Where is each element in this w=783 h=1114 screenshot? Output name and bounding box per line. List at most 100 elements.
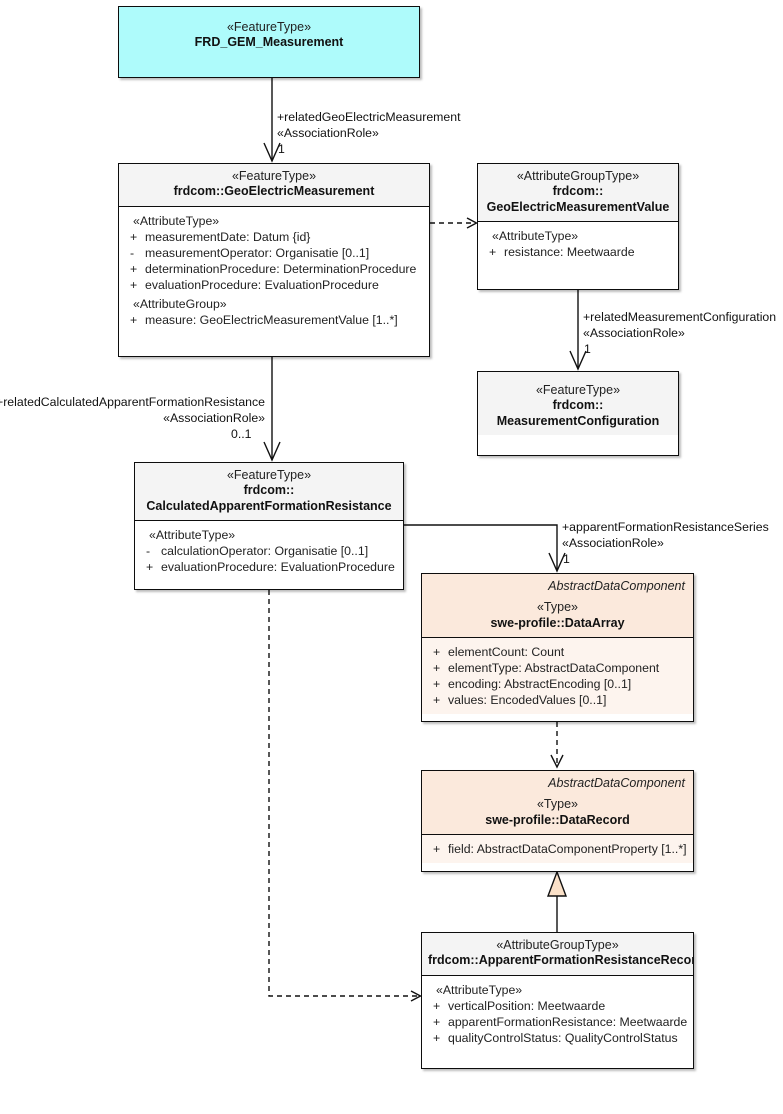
class-name-line1: frdcom:: xyxy=(552,184,604,199)
visibility: + xyxy=(433,692,441,707)
signature: measurementDate: Datum {id} xyxy=(145,229,311,244)
signature: elementCount: Count xyxy=(448,644,565,659)
edge-role-label: +relatedMeasurementConfiguration xyxy=(583,310,777,324)
visibility: - xyxy=(146,543,151,558)
class-apparentformationresistancerecord[interactable]: «AttributeGroupType» frdcom::ApparentFor… xyxy=(421,932,694,1069)
edge-multiplicity-related-measurement-config: 1 xyxy=(584,342,591,356)
attribute-row: + qualityControlStatus: QualityControlSt… xyxy=(426,1030,689,1046)
class-header: «FeatureType» frdcom:: CalculatedApparen… xyxy=(135,463,403,521)
edge-label-apparent-series: +apparentFormationResistanceSeries «Asso… xyxy=(562,519,769,552)
attribute-group-label: «AttributeType» xyxy=(492,228,579,243)
signature: verticalPosition: Meetwaarde xyxy=(448,998,606,1013)
class-header: «AttributeGroupType» frdcom:: GeoElectri… xyxy=(478,164,678,222)
edge-stereotype-label: «AssociationRole» xyxy=(277,126,379,141)
class-name: frdcom::ApparentFormationResistanceRecor… xyxy=(428,953,694,968)
class-stereotype: «Type» xyxy=(536,797,578,812)
class-attributes: «AttributeType» - calculationOperator: O… xyxy=(135,520,403,581)
attribute-row: + apparentFormationResistance: Meetwaard… xyxy=(426,1014,689,1030)
attribute-row: + field: AbstractDataComponentProperty [… xyxy=(426,841,689,857)
class-abstract-parent-label: AbstractDataComponent xyxy=(548,579,685,593)
edge-role-label: +apparentFormationResistanceSeries xyxy=(562,520,769,534)
class-header: «AttributeGroupType» frdcom::ApparentFor… xyxy=(422,933,693,976)
class-stereotype: «Type» xyxy=(536,600,578,615)
signature: measurementOperator: Organisatie [0..1] xyxy=(145,245,370,260)
visibility: + xyxy=(130,277,138,292)
connector-dep-record xyxy=(268,590,423,1002)
signature: calculationOperator: Organisatie [0..1] xyxy=(161,543,369,558)
edge-multiplicity-related-calculated: 0..1 xyxy=(231,427,252,441)
class-dataarray[interactable]: AbstractDataComponent «Type» swe-profile… xyxy=(421,573,694,722)
class-header: AbstractDataComponent «Type» swe-profile… xyxy=(422,574,693,638)
class-name-line2: GeoElectricMeasurementValue xyxy=(486,199,670,214)
attribute-row: + values: EncodedValues [0..1] xyxy=(426,692,689,708)
edge-role-label: +relatedGeoElectricMeasurement xyxy=(277,110,461,124)
edge-stereotype-label: «AssociationRole» xyxy=(583,326,685,341)
signature: evaluationProcedure: EvaluationProcedure xyxy=(161,559,395,574)
class-calculatedapparentformationresistance[interactable]: «FeatureType» frdcom:: CalculatedApparen… xyxy=(134,462,404,590)
class-attributes: + field: AbstractDataComponentProperty [… xyxy=(422,834,693,863)
class-stereotype: «FeatureType» xyxy=(226,468,312,482)
edge-multiplicity-apparent-series: 1 xyxy=(563,552,570,566)
class-name-line2: CalculatedApparentFormationResistance xyxy=(146,498,392,513)
class-header: AbstractDataComponent «Type» swe-profile… xyxy=(422,771,693,835)
edge-stereotype-label: «AssociationRole» xyxy=(562,536,664,551)
signature: values: EncodedValues [0..1] xyxy=(448,692,607,707)
attribute-row: + encoding: AbstractEncoding [0..1] xyxy=(426,676,689,692)
visibility: + xyxy=(433,998,441,1013)
signature: determinationProcedure: DeterminationPro… xyxy=(145,261,417,276)
attribute-row: + elementType: AbstractDataComponent xyxy=(426,660,689,676)
visibility: + xyxy=(146,559,154,574)
class-stereotype: «FeatureType» xyxy=(535,383,621,397)
class-name-line2: MeasurementConfiguration xyxy=(496,413,660,428)
visibility: + xyxy=(130,229,138,244)
signature: measure: GeoElectricMeasurementValue [1.… xyxy=(145,312,398,327)
edge-label-related-geoelectric: +relatedGeoElectricMeasurement «Associat… xyxy=(277,109,461,142)
class-geoelectricmeasurement[interactable]: «FeatureType» frdcom::GeoElectricMeasure… xyxy=(118,163,430,357)
class-attributes: «AttributeType» + resistance: Meetwaarde xyxy=(478,221,678,266)
attribute-row: - measurementOperator: Organisatie [0..1… xyxy=(123,245,425,261)
connector-generalization-record xyxy=(546,870,568,932)
class-header: «FeatureType» frdcom::GeoElectricMeasure… xyxy=(119,164,429,207)
class-name: FRD_GEM_Measurement xyxy=(194,35,344,50)
edge-label-related-calculated: +relatedCalculatedApparentFormationResis… xyxy=(0,394,265,427)
connector-apparent-series xyxy=(404,524,566,573)
attribute-group-label: «AttributeType» xyxy=(436,982,523,997)
attribute-row: + evaluationProcedure: EvaluationProcedu… xyxy=(123,277,425,293)
class-name-line1: frdcom:: xyxy=(243,483,295,498)
class-name: swe-profile::DataArray xyxy=(490,615,625,630)
visibility: + xyxy=(489,244,497,259)
class-attributes: + elementCount: Count + elementType: Abs… xyxy=(422,637,693,714)
edge-label-related-measurement-config: +relatedMeasurementConfiguration «Associ… xyxy=(583,309,776,342)
class-header: «FeatureType» FRD_GEM_Measurement xyxy=(119,7,419,57)
visibility: + xyxy=(130,312,138,327)
edge-multiplicity-related-geoelectric: 1 xyxy=(278,142,285,156)
class-stereotype: «AttributeGroupType» xyxy=(496,938,619,952)
attribute-group-label: «AttributeType» xyxy=(133,213,220,228)
edge-role-label: +relatedCalculatedApparentFormationResis… xyxy=(0,395,265,409)
attribute-row: + elementCount: Count xyxy=(426,644,689,660)
class-name: swe-profile::DataRecord xyxy=(485,812,630,827)
attribute-row: + measurementDate: Datum {id} xyxy=(123,229,425,245)
attribute-group-label: «AttributeGroup» xyxy=(133,296,227,311)
signature: field: AbstractDataComponentProperty [1.… xyxy=(448,841,687,856)
class-frd-gem-measurement[interactable]: «FeatureType» FRD_GEM_Measurement xyxy=(118,6,420,78)
attribute-row: + evaluationProcedure: EvaluationProcedu… xyxy=(139,559,399,575)
visibility: + xyxy=(130,261,138,276)
class-header: «FeatureType» frdcom:: MeasurementConfig… xyxy=(478,372,678,435)
attribute-group-label: «AttributeType» xyxy=(149,527,236,542)
class-measurementconfiguration[interactable]: «FeatureType» frdcom:: MeasurementConfig… xyxy=(477,371,679,456)
attribute-row: + determinationProcedure: DeterminationP… xyxy=(123,261,425,277)
signature: elementType: AbstractDataComponent xyxy=(448,660,660,675)
class-geoelectricmeasurementvalue[interactable]: «AttributeGroupType» frdcom:: GeoElectri… xyxy=(477,163,679,290)
signature: apparentFormationResistance: Meetwaarde xyxy=(448,1014,688,1029)
class-abstract-parent-label: AbstractDataComponent xyxy=(548,776,685,790)
connector-dep-datarecord-array xyxy=(550,722,564,769)
signature: resistance: Meetwaarde xyxy=(504,244,635,259)
visibility: - xyxy=(130,245,135,260)
class-datarecord[interactable]: AbstractDataComponent «Type» swe-profile… xyxy=(421,770,694,872)
class-name: frdcom::GeoElectricMeasurement xyxy=(173,184,375,199)
connector-related-calculated xyxy=(263,357,281,462)
attribute-row: - calculationOperator: Organisatie [0..1… xyxy=(139,543,399,559)
class-attributes: «AttributeType» + measurementDate: Datum… xyxy=(119,206,429,334)
class-stereotype: «AttributeGroupType» xyxy=(516,169,640,183)
